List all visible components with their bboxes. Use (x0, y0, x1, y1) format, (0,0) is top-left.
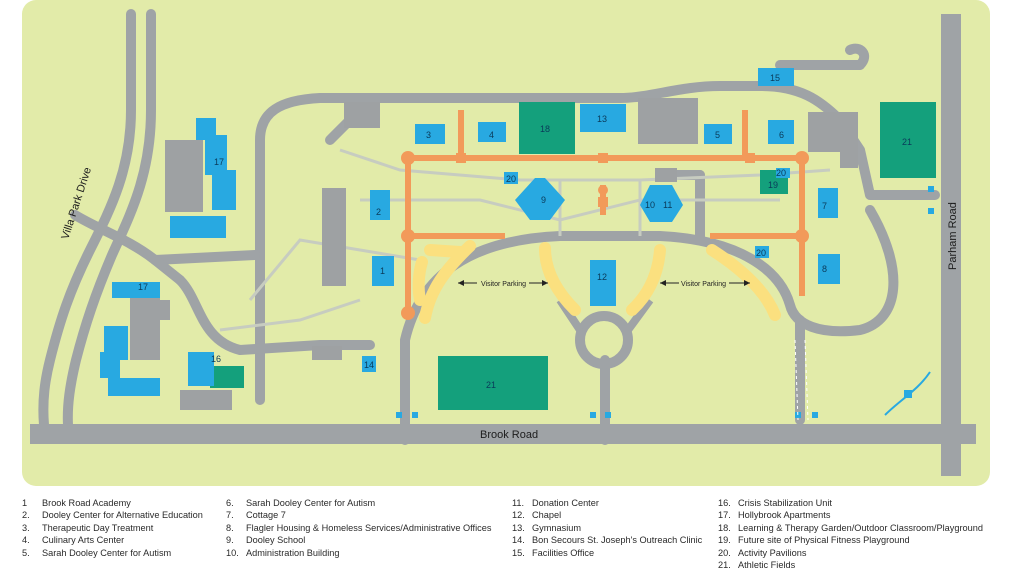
legend-item: 15.Facilities Office (512, 547, 595, 558)
building-21-label: 21 (486, 380, 496, 390)
field-21-south (438, 356, 548, 410)
legend-item: 12.Chapel (512, 510, 562, 521)
building-2-label: 2 (376, 207, 381, 217)
parham-road-label: Parham Road (947, 202, 959, 270)
legend-item: 17.Hollybrook Apartments (718, 510, 831, 521)
legend-item: 7.Cottage 7 (226, 510, 286, 521)
roundabout (575, 311, 633, 369)
legend-item: 19.Future site of Physical Fitness Playg… (718, 535, 910, 546)
legend-item: 5.Sarah Dooley Center for Autism (22, 547, 172, 558)
legend-item: 10.Administration Building (226, 547, 340, 558)
building-21-label: 21 (902, 137, 912, 147)
legend-column-2: 6.Sarah Dooley Center for Autism 7.Cotta… (226, 497, 491, 559)
legend-item: 16.Crisis Stabilization Unit (718, 498, 832, 508)
building-17-label: 17 (138, 282, 148, 292)
legend-item: 20.Activity Pavilions (718, 547, 807, 558)
blue-buildings (100, 68, 934, 418)
building-14-label: 14 (364, 360, 374, 370)
building-20-label: 20 (776, 168, 786, 178)
legend-column-3: 11.Donation Center 12.Chapel 13.Gymnasiu… (512, 497, 702, 559)
building-1-label: 1 (380, 266, 385, 276)
building-20-label: 20 (756, 248, 766, 258)
building-7-label: 7 (822, 201, 827, 211)
building-18-label: 18 (540, 124, 550, 134)
internal-roads (70, 43, 940, 445)
visitor-parking-label: Visitor Parking (481, 281, 526, 288)
dashed-path (794, 339, 809, 421)
legend-item: 2.Dooley Center for Alternative Educatio… (22, 510, 203, 521)
building-labels: 1 2 3 4 5 6 7 8 9 10 11 12 13 14 15 16 1… (138, 73, 912, 390)
visitor-parking-left: Visitor Parking (458, 277, 548, 288)
legend-item: 9.Dooley School (226, 535, 306, 546)
building-6-label: 6 (779, 130, 784, 140)
building-10-label: 10 (645, 200, 655, 210)
building-8-label: 8 (822, 264, 827, 274)
villa-park-drive (38, 9, 156, 430)
building-5-label: 5 (715, 130, 720, 140)
visitor-parking-label: Visitor Parking (681, 281, 726, 288)
legend-item: 21.Athletic Fields (718, 559, 796, 570)
building-12-label: 12 (597, 272, 607, 282)
legend-item: 14.Bon Secours St. Joseph's Outreach Cli… (512, 535, 703, 546)
building-15-label: 15 (770, 73, 780, 83)
campus-map: Villa Park Drive Parham Road Brook Road … (22, 0, 990, 486)
building-20-label: 20 (506, 174, 516, 184)
parham-road (941, 14, 961, 476)
brook-road-label: Brook Road (480, 429, 538, 441)
visitor-parking-right: Visitor Parking (660, 277, 750, 288)
walkway-nodes (401, 151, 809, 320)
small-structure (904, 390, 912, 398)
legend-item: 11.Donation Center (512, 498, 599, 508)
legend-item: 6.Sarah Dooley Center for Autism (226, 498, 376, 508)
legend-item: 18.Learning & Therapy Garden/Outdoor Cla… (718, 522, 983, 533)
legend-column-4: 16.Crisis Stabilization Unit 17.Hollybro… (718, 497, 983, 571)
building-17-label: 17 (214, 157, 224, 167)
legend-item: 3.Therapeutic Day Treatment (22, 522, 154, 533)
garden-18 (519, 102, 575, 154)
building-9-label: 9 (541, 195, 546, 205)
building-4-label: 4 (489, 130, 494, 140)
building-13-label: 13 (597, 114, 607, 124)
building-19-label: 19 (768, 180, 778, 190)
building-16-label: 16 (211, 354, 221, 364)
legend-item: 13.Gymnasium (512, 522, 582, 533)
legend-item: 4.Culinary Arts Center (22, 535, 125, 546)
field-21-east (880, 102, 936, 178)
building-3-label: 3 (426, 130, 431, 140)
building-11-label: 11 (663, 200, 672, 210)
legend-item: 8.Flagler Housing & Homeless Services/Ad… (226, 522, 492, 533)
brook-road (30, 424, 976, 444)
visitor-parking-areas (412, 240, 781, 324)
